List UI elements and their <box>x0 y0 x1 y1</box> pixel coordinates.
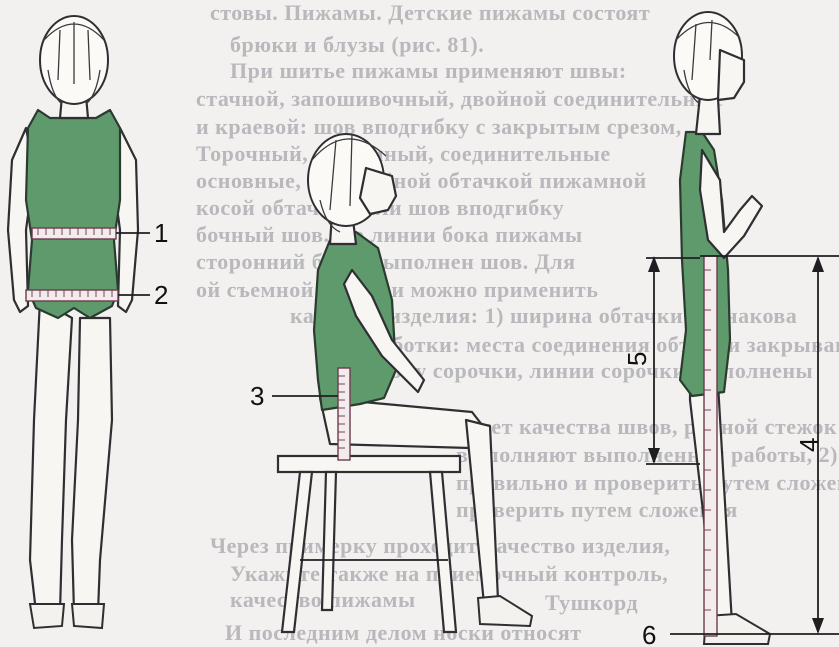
bg-line-5: и краевой: шов вподгибку с закрытым срез… <box>196 114 682 139</box>
waist-tape <box>32 228 116 239</box>
label-1: 1 <box>154 218 168 248</box>
bg-line-1: стовы. Пижамы. Детские пижамы состоят <box>210 0 650 25</box>
label-6: 6 <box>642 620 656 647</box>
bg-line-17: правильно и проверить путем сложения рук… <box>456 470 839 495</box>
right-leg <box>72 318 112 612</box>
left-leg <box>30 300 72 612</box>
bg-line-2: брюки и блузы (рис. 81). <box>230 32 484 57</box>
side-face <box>718 50 744 100</box>
label-5: 5 <box>622 352 652 366</box>
label-2: 2 <box>154 280 168 310</box>
bg-line-9: бочный шов. По линии бока пижамы <box>196 222 583 247</box>
bg-line-6: Торочный, пижамный, соединительные <box>196 141 611 166</box>
side-neck <box>696 96 720 134</box>
bg-line-7: основные, подкройной обтачкой пижамной <box>196 168 647 193</box>
bg-line-10: сторонний быть выполнен шов. Для <box>196 249 576 274</box>
bg-line-4: стачной, запошивочный, двойной соедините… <box>196 86 724 111</box>
dimension-4-arrow-bottom <box>812 618 824 634</box>
stool-seat <box>278 456 460 472</box>
seated-height-tape <box>338 368 350 460</box>
seated-shoe <box>478 596 532 626</box>
side-arm <box>700 150 762 258</box>
right-shoe <box>72 604 104 628</box>
side-height-tape <box>704 256 717 636</box>
figure-back-view: 1 2 <box>8 16 168 628</box>
bg-line-11: ой съемной сорочки можно применить <box>196 277 598 302</box>
bg-line-13: обработки: места соединения обтачки закр… <box>345 332 839 357</box>
bg-line-22: Тушкорд <box>545 590 638 615</box>
seated-face <box>360 168 396 214</box>
leotard-body <box>26 110 120 318</box>
bg-line-18: проверить путем сложения <box>456 497 738 522</box>
label-3: 3 <box>250 381 264 411</box>
bg-line-3: При шитье пижамы применяют швы: <box>230 58 627 83</box>
dimension-4-arrow-top <box>812 256 824 272</box>
label-4: 4 <box>794 438 824 452</box>
left-shoe <box>30 604 64 628</box>
bg-line-15: отчет качества швов, ручной стежок <box>456 414 837 439</box>
